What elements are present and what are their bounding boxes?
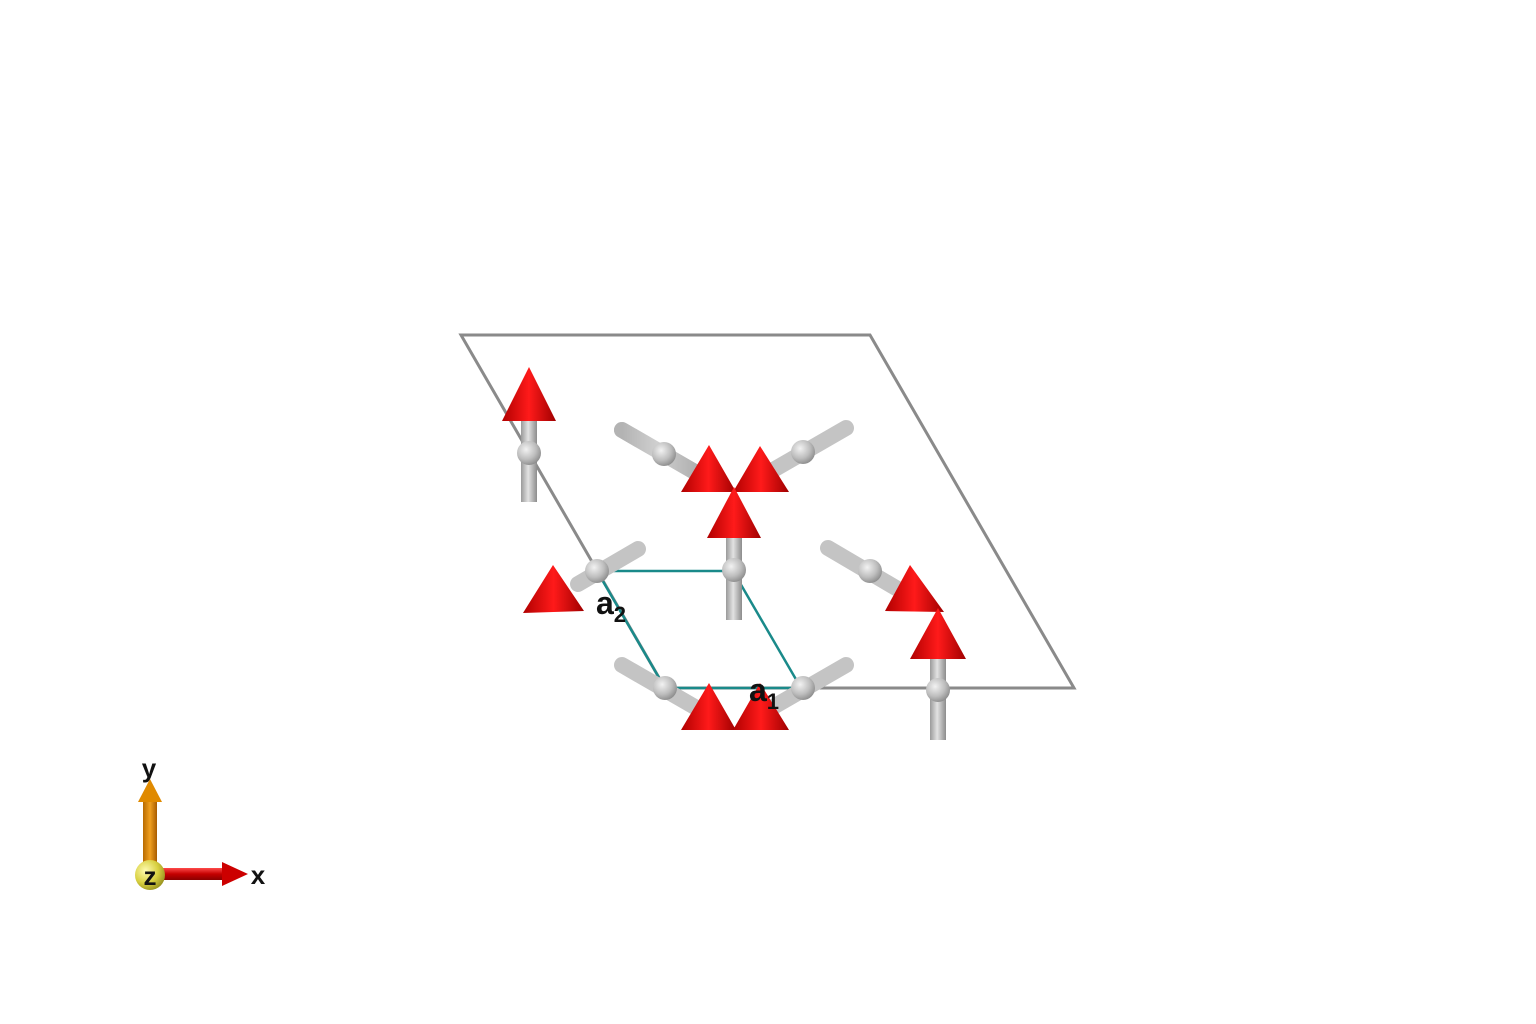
y-axis-label: y (142, 753, 157, 783)
z-axis-ball (135, 860, 165, 890)
spin-arrow (910, 608, 966, 740)
x-axis-label: x (251, 860, 266, 890)
lattice-vector-label-a2: a2 (596, 585, 626, 627)
spin-arrow (523, 541, 646, 613)
spin-arrow (820, 540, 944, 612)
supercell-outline (458, 333, 1077, 690)
y-axis-arrow (138, 779, 162, 874)
axes-gizmo: y x z (135, 753, 266, 891)
z-axis-label: z (144, 861, 157, 891)
spin-arrow (733, 420, 854, 492)
spin-arrow (502, 367, 556, 502)
spin-arrow (733, 657, 854, 730)
spin-arrow (614, 657, 736, 730)
spin-arrow (707, 487, 761, 620)
spin-group (502, 367, 966, 740)
x-axis-arrow (150, 862, 248, 886)
spin-arrow (614, 422, 736, 492)
lattice-vector-label-a1: a1 (749, 672, 779, 714)
